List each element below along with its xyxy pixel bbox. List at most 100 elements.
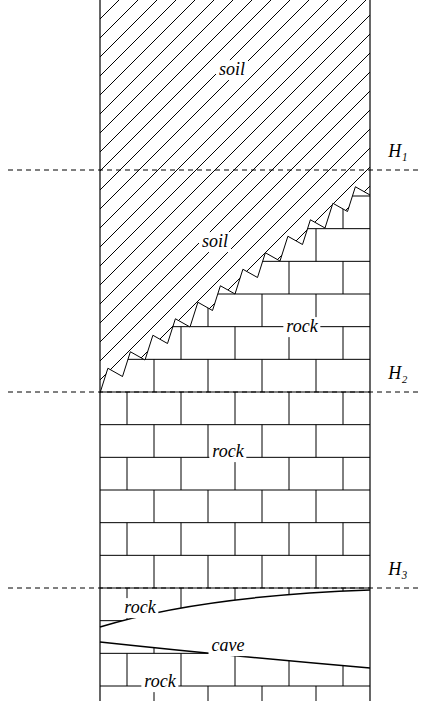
hatch-line xyxy=(0,0,157,420)
hatch-line xyxy=(0,0,328,420)
layer-label: rock xyxy=(141,672,178,692)
cave-outline xyxy=(100,590,370,627)
brick-joint xyxy=(316,490,317,523)
brick-joint xyxy=(127,327,128,360)
brick-joint xyxy=(181,653,182,686)
brick-joint xyxy=(208,686,209,701)
level-line xyxy=(8,588,421,589)
hatch-line xyxy=(250,0,429,420)
brick-joint xyxy=(208,359,209,392)
brick-joint xyxy=(208,294,209,327)
brick-joint xyxy=(181,196,182,229)
hatch-line xyxy=(60,0,429,420)
hatch-line xyxy=(0,0,176,420)
hatch-line xyxy=(0,0,366,420)
level-label: H₃ xyxy=(385,560,410,580)
hatch-line xyxy=(0,0,290,420)
brick-joint xyxy=(181,261,182,294)
brick-joint xyxy=(181,523,182,556)
brick-joint xyxy=(343,523,344,556)
brick-joint xyxy=(289,196,290,229)
brick-joint xyxy=(262,359,263,392)
layer-label: soil xyxy=(216,60,248,80)
hatch-line xyxy=(0,0,195,420)
hatch-line xyxy=(288,0,429,420)
brick-joint xyxy=(316,359,317,392)
brick-joint xyxy=(316,425,317,458)
brick-joint xyxy=(289,392,290,425)
brick-joint xyxy=(154,555,155,588)
hatch-line xyxy=(117,0,429,420)
hatch-line xyxy=(0,0,404,420)
layer-label: rock xyxy=(283,317,320,337)
brick-joint xyxy=(262,294,263,327)
brick-joint xyxy=(100,261,370,262)
brick-joint xyxy=(154,490,155,523)
brick-joint xyxy=(100,163,370,164)
brick-joint xyxy=(100,196,370,197)
brick-joint xyxy=(262,490,263,523)
hatch-line xyxy=(41,0,429,420)
level-label: H₁ xyxy=(385,142,410,162)
brick-joint xyxy=(343,457,344,490)
brick-joint xyxy=(127,457,128,490)
column-edge xyxy=(369,0,370,701)
brick-joint xyxy=(235,196,236,229)
brick-joint xyxy=(235,327,236,360)
brick-joint xyxy=(316,163,317,196)
brick-joint xyxy=(154,294,155,327)
brick-joint xyxy=(235,392,236,425)
hatch-line xyxy=(345,0,429,420)
brick-joint xyxy=(316,555,317,588)
hatch-line xyxy=(364,0,429,420)
hatch-line xyxy=(193,0,429,420)
brick-joint xyxy=(127,392,128,425)
hatch-line xyxy=(421,0,429,420)
column-edge xyxy=(99,0,100,701)
layer-label: soil xyxy=(199,232,231,252)
brick-joint xyxy=(100,228,370,229)
brick-joint xyxy=(127,261,128,294)
brick-joint xyxy=(316,229,317,262)
hatch-line xyxy=(383,0,429,420)
brick-joint xyxy=(262,686,263,701)
hatch-line xyxy=(136,0,429,420)
rock-bricks xyxy=(100,163,370,701)
soil-hatching xyxy=(0,0,429,420)
hatch-line xyxy=(269,0,429,420)
brick-joint xyxy=(181,392,182,425)
brick-joint xyxy=(127,196,128,229)
hatch-line xyxy=(174,0,429,420)
hatch-line xyxy=(0,0,233,420)
hatch-line xyxy=(0,0,119,420)
brick-joint xyxy=(154,425,155,458)
brick-joint xyxy=(208,555,209,588)
brick-joint xyxy=(262,163,263,196)
hatch-line xyxy=(0,0,347,420)
brick-joint xyxy=(235,653,236,686)
layer-label: rock xyxy=(121,598,158,618)
level-line xyxy=(8,392,421,393)
brick-joint xyxy=(127,523,128,556)
brick-joint xyxy=(181,327,182,360)
level-line xyxy=(8,170,421,171)
brick-joint xyxy=(154,359,155,392)
hatch-line xyxy=(0,0,100,420)
level-label: H₂ xyxy=(385,364,410,384)
brick-joint xyxy=(235,457,236,490)
brick-joint xyxy=(262,555,263,588)
brick-joint xyxy=(154,229,155,262)
hatch-line xyxy=(155,0,429,420)
brick-joint xyxy=(127,653,128,686)
hatch-line xyxy=(98,0,429,420)
brick-joint xyxy=(208,490,209,523)
cave-fill xyxy=(100,590,370,668)
brick-joint xyxy=(343,196,344,229)
hatch-line xyxy=(0,0,309,420)
cave-label: cave xyxy=(209,636,248,656)
brick-joint xyxy=(235,261,236,294)
brick-joint xyxy=(235,523,236,556)
brick-joint xyxy=(208,163,209,196)
